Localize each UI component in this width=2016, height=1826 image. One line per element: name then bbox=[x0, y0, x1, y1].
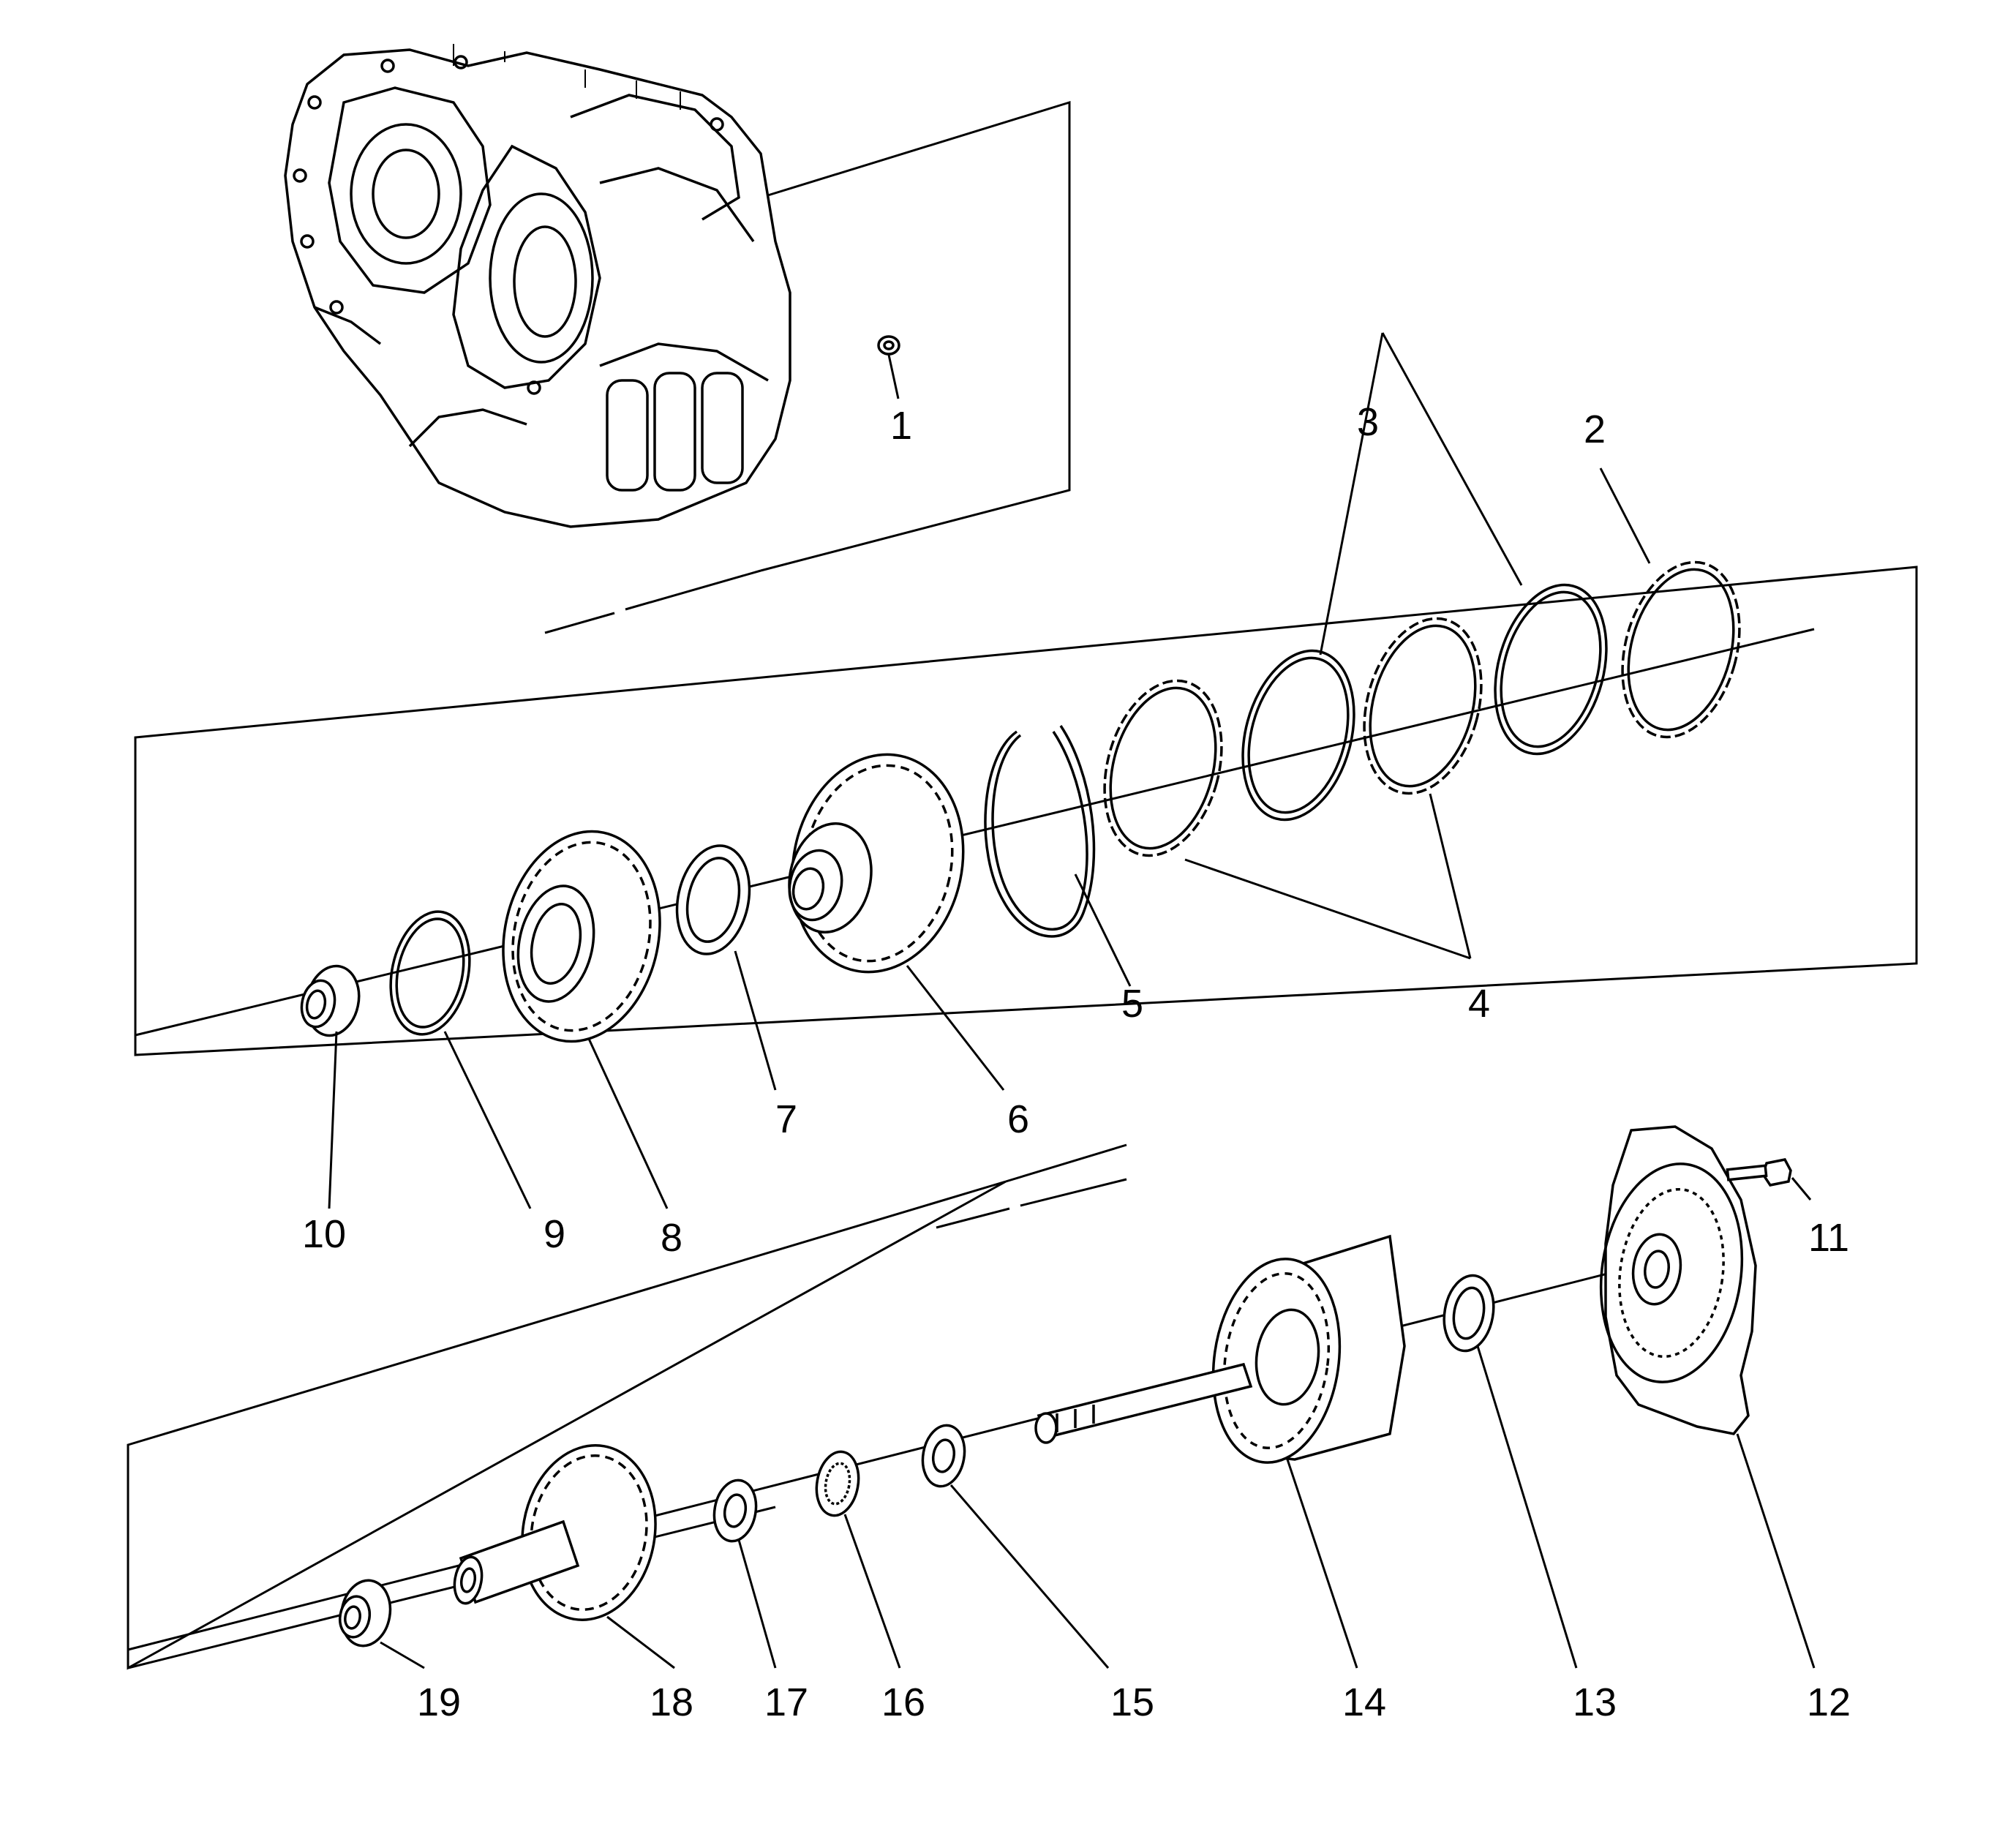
part-7-thrust-washer bbox=[675, 844, 751, 955]
part-6-planetary-gear bbox=[788, 753, 965, 974]
part-14-clutch-drum bbox=[1034, 1234, 1406, 1464]
part-5-snap-ring bbox=[984, 725, 1096, 938]
part-15-thrust-washer bbox=[921, 1424, 966, 1488]
callout-12: 12 bbox=[1807, 1680, 1851, 1724]
break-line-lower-b bbox=[936, 1207, 1010, 1229]
part-9-snap-ring bbox=[389, 910, 471, 1036]
callout-6: 6 bbox=[1007, 1097, 1029, 1141]
callout-8: 8 bbox=[661, 1216, 682, 1260]
break-line-upper-b bbox=[544, 612, 615, 634]
panel-outlines bbox=[127, 100, 1918, 1670]
callout-18: 18 bbox=[650, 1680, 693, 1724]
part-16-needle-bearing bbox=[815, 1450, 860, 1517]
part-2-clutch-plate bbox=[1621, 560, 1741, 739]
part-4-friction-discs bbox=[1103, 617, 1483, 857]
callout-10: 10 bbox=[302, 1212, 346, 1256]
bottom-panel-right-edge bbox=[1005, 1143, 1127, 1183]
part-8-gear-drum bbox=[502, 830, 661, 1043]
middle-assembly-axis bbox=[135, 628, 1815, 1037]
transaxle-case-illustration bbox=[284, 44, 791, 528]
callout-4: 4 bbox=[1468, 982, 1490, 1026]
part-17-thrust-washer bbox=[712, 1479, 758, 1543]
callout-16: 16 bbox=[881, 1680, 925, 1724]
callout-14: 14 bbox=[1342, 1680, 1386, 1724]
part-3-plates bbox=[1241, 583, 1608, 822]
callout-5: 5 bbox=[1121, 982, 1143, 1026]
callout-7: 7 bbox=[775, 1097, 797, 1141]
callout-2: 2 bbox=[1584, 407, 1606, 451]
callouts: 1 2 3 4 5 6 7 8 9 10 11 12 13 14 15 16 1… bbox=[302, 400, 1851, 1724]
middle-panel-outline bbox=[134, 566, 1918, 1056]
leader-lines bbox=[328, 332, 1816, 1669]
break-line-lower bbox=[1020, 1178, 1127, 1207]
bottom-panel-outline bbox=[127, 1180, 1007, 1670]
callout-1: 1 bbox=[890, 404, 912, 448]
bottom-panel-lower-edge bbox=[127, 1506, 776, 1669]
callout-11: 11 bbox=[1808, 1216, 1849, 1260]
callout-3: 3 bbox=[1357, 400, 1379, 444]
part-19-bearing bbox=[338, 1579, 392, 1647]
break-line-upper bbox=[625, 569, 761, 611]
bottom-assembly-axis bbox=[127, 1257, 1669, 1651]
callout-15: 15 bbox=[1110, 1680, 1154, 1724]
callout-13: 13 bbox=[1573, 1680, 1617, 1724]
part-10-bearing bbox=[300, 964, 361, 1037]
part-18-output-gear bbox=[453, 1444, 657, 1621]
part-12-housing bbox=[1599, 1125, 1757, 1435]
part-1-plug bbox=[877, 335, 900, 356]
callout-17: 17 bbox=[764, 1680, 808, 1724]
part-13-washer bbox=[1443, 1274, 1495, 1353]
part-11-bolt bbox=[1726, 1158, 1792, 1187]
callout-19: 19 bbox=[417, 1680, 461, 1724]
top-panel-outline bbox=[760, 100, 1071, 572]
callout-9: 9 bbox=[544, 1212, 565, 1256]
